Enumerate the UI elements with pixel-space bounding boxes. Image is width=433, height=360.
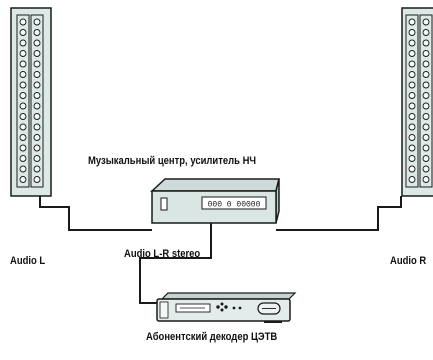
speaker-driver-icon (422, 39, 430, 47)
left-speaker-drivers (19, 18, 41, 183)
speaker-driver-icon (408, 50, 416, 57)
speaker-driver-icon (33, 18, 41, 26)
speaker-driver-icon (422, 165, 430, 173)
speaker-driver-icon (422, 176, 430, 183)
speaker-driver-icon (19, 81, 27, 89)
speaker-driver-icon (33, 155, 41, 162)
speaker-driver-icon (408, 60, 416, 68)
speaker-driver-icon (19, 123, 27, 131)
speaker-driver-icon (422, 92, 430, 99)
speaker-driver-icon (33, 102, 41, 110)
audio-stereo-label: Audio L-R stereo (124, 248, 201, 260)
speaker-driver-icon (408, 123, 416, 131)
speaker-driver-icon (33, 81, 41, 89)
decoder-label: Абонентский декодер ЦЭТВ (146, 331, 278, 343)
speaker-driver-icon (408, 113, 416, 120)
audio-right-label: Audio R (390, 255, 427, 267)
speaker-driver-icon (33, 39, 41, 47)
speaker-driver-icon (19, 50, 27, 57)
speaker-driver-icon (422, 113, 430, 120)
speaker-driver-icon (422, 18, 430, 26)
speaker-driver-icon (408, 144, 416, 152)
cable-right (276, 196, 402, 231)
speaker-driver-icon (33, 165, 41, 173)
set-top-box-icon (156, 292, 297, 323)
speaker-driver-icon (422, 123, 430, 131)
speaker-driver-icon (19, 144, 27, 152)
cable-left (39, 196, 152, 231)
speaker-driver-icon (19, 102, 27, 110)
speaker-driver-icon (408, 18, 416, 26)
speaker-driver-icon (19, 155, 27, 162)
speaker-driver-icon (408, 165, 416, 173)
speaker-driver-icon (33, 71, 41, 78)
right-speaker-drivers (408, 18, 430, 183)
speaker-driver-icon (33, 123, 41, 131)
speaker-driver-icon (19, 60, 27, 68)
speaker-driver-icon (33, 113, 41, 120)
speaker-driver-icon (422, 102, 430, 110)
speaker-driver-icon (33, 60, 41, 68)
left-speaker-icon (10, 7, 52, 197)
amplifier-icon: 000 0 00000 (150, 178, 280, 224)
speaker-driver-icon (422, 155, 430, 162)
cable-stereo (139, 223, 212, 304)
speaker-driver-icon (408, 29, 416, 36)
speaker-driver-icon (408, 155, 416, 162)
speaker-driver-icon (19, 29, 27, 36)
speaker-driver-icon (408, 102, 416, 110)
speaker-driver-icon (33, 29, 41, 36)
speaker-driver-icon (408, 92, 416, 99)
right-speaker-icon (401, 7, 433, 197)
speaker-driver-icon (422, 134, 430, 141)
speaker-driver-icon (19, 113, 27, 120)
speaker-driver-icon (33, 134, 41, 141)
speaker-driver-icon (422, 144, 430, 152)
speaker-driver-icon (33, 176, 41, 183)
speaker-driver-icon (422, 50, 430, 57)
audio-left-label: Audio L (10, 255, 46, 267)
amplifier-label: Музыкальный центр, усилитель НЧ (88, 155, 257, 167)
speaker-driver-icon (19, 18, 27, 26)
speaker-driver-icon (19, 39, 27, 47)
speaker-driver-icon (19, 165, 27, 173)
cables (39, 196, 402, 304)
speaker-driver-icon (19, 176, 27, 183)
speaker-driver-icon (422, 71, 430, 78)
speaker-driver-icon (19, 92, 27, 99)
speaker-driver-icon (408, 81, 416, 89)
amplifier-display-digits: 000 0 00000 (208, 201, 261, 210)
speaker-driver-icon (33, 50, 41, 57)
speaker-driver-icon (408, 39, 416, 47)
speaker-driver-icon (408, 176, 416, 183)
speaker-driver-icon (33, 144, 41, 152)
speaker-driver-icon (408, 134, 416, 141)
speaker-driver-icon (19, 71, 27, 78)
speaker-driver-icon (422, 60, 430, 68)
speaker-driver-icon (422, 29, 430, 36)
speaker-driver-icon (19, 134, 27, 141)
speaker-driver-icon (33, 92, 41, 99)
speaker-driver-icon (422, 81, 430, 89)
speaker-driver-icon (408, 71, 416, 78)
